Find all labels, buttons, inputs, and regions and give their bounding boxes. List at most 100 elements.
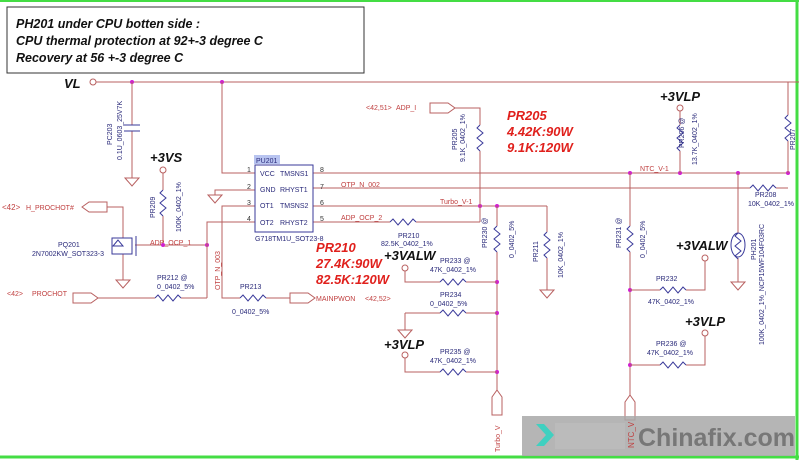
pr236-value: 47K_0402_1% bbox=[647, 350, 693, 357]
pin-gnd: GND bbox=[260, 187, 276, 194]
power-terminal-icon bbox=[89, 78, 97, 86]
wire bbox=[455, 107, 481, 125]
capacitor-symbol bbox=[124, 124, 140, 132]
annotation-pr210-90w: 27.4K:90W bbox=[315, 256, 383, 271]
resistor-symbol bbox=[659, 286, 687, 294]
pu201-ref: PU201 bbox=[256, 158, 278, 165]
pu201-ref-highlight bbox=[254, 155, 280, 164]
wires bbox=[96, 80, 799, 395]
annotation-pr210-120w: 82.5K:120W bbox=[316, 272, 391, 287]
pr236-ref: PR236 @ bbox=[656, 341, 686, 348]
adp-i-ref: <42,51> bbox=[366, 105, 392, 112]
pr234-ref: PR234 bbox=[440, 292, 462, 299]
pin-ot2: OT2 bbox=[260, 220, 274, 227]
port-connector-icon bbox=[429, 102, 456, 114]
pr205-ref: PR205 bbox=[452, 128, 459, 150]
resistor-symbol bbox=[239, 294, 267, 302]
junction-dot bbox=[161, 243, 165, 247]
resistor-symbol bbox=[676, 124, 684, 152]
pr209-value: 100K_0402_1% bbox=[176, 182, 183, 232]
pin-tmsns1: TMSNS1 bbox=[280, 171, 309, 178]
pu201-body bbox=[254, 164, 314, 233]
pr233-ref: PR233 @ bbox=[440, 258, 470, 265]
pr234-value: 0_0402_5% bbox=[430, 301, 467, 308]
annotation-pr205-title: PR205 bbox=[507, 108, 548, 123]
net-prochot: PROCHOT bbox=[32, 291, 68, 298]
pr206-ref: PR206 @ bbox=[679, 118, 686, 148]
wire bbox=[686, 336, 706, 366]
pin-ot1: OT1 bbox=[260, 203, 274, 210]
pin-num-5: 5 bbox=[320, 216, 324, 223]
mosfet-icon bbox=[111, 237, 133, 255]
mainpwon-ref: <42,52> bbox=[365, 296, 391, 303]
wire bbox=[221, 82, 255, 174]
pin-num-4: 4 bbox=[247, 216, 251, 223]
wire bbox=[404, 271, 440, 283]
pwr-3vlp-top: +3VLP bbox=[660, 89, 700, 104]
pin-tmsns2: TMSNS2 bbox=[280, 203, 309, 210]
mosfet-gate-icon bbox=[111, 236, 137, 256]
prochot-ref: <42> bbox=[7, 291, 23, 298]
pc203-value: 0.1U_0603_25V7K bbox=[117, 101, 124, 160]
resistor-symbol bbox=[476, 124, 484, 152]
pr230-ref: PR230 @ bbox=[482, 218, 489, 248]
power-terminal-icon bbox=[159, 166, 167, 174]
pc203-ref: PC203 bbox=[107, 123, 114, 145]
pq201-value: 2N7002KW_SOT323-3 bbox=[32, 251, 104, 258]
port-connector-icon bbox=[289, 292, 316, 304]
pr231-value: 0_0402_5% bbox=[640, 221, 647, 258]
annotation-pr210-title: PR210 bbox=[316, 240, 357, 255]
resistor-symbol bbox=[439, 368, 467, 376]
pwr-3vs: +3VS bbox=[150, 150, 182, 165]
ground-icon bbox=[729, 281, 747, 291]
resistor-symbol bbox=[659, 361, 687, 369]
pwr-3vlp-right: +3VLP bbox=[685, 314, 725, 329]
pr232-ref: PR232 bbox=[656, 276, 678, 283]
pr212-value: 0_0402_5% bbox=[157, 284, 194, 291]
pr213-ref: PR213 bbox=[240, 284, 262, 291]
watermark-logo-icon bbox=[536, 424, 554, 446]
wire bbox=[206, 221, 255, 298]
power-terminal-icon bbox=[701, 254, 709, 262]
pwr-3vlp-left: +3VLP bbox=[384, 337, 424, 352]
wire bbox=[221, 205, 255, 299]
pr208-value: 10K_0402_1% bbox=[748, 201, 794, 208]
pr211-value: 10K_0402_1% bbox=[558, 232, 565, 278]
resistor-symbol bbox=[439, 309, 467, 317]
pin-num-3: 3 bbox=[247, 200, 251, 207]
power-terminal-icon bbox=[401, 351, 409, 359]
ph201-ref: PH201 bbox=[751, 238, 758, 260]
pin-vcc: VCC bbox=[260, 171, 275, 178]
resistor-symbol bbox=[493, 225, 501, 253]
port-connector-icon bbox=[72, 292, 99, 304]
resistor-symbol bbox=[154, 294, 182, 302]
pr233-value: 47K_0402_1% bbox=[430, 267, 476, 274]
resistor-symbol bbox=[543, 231, 551, 259]
power-terminal-icon bbox=[701, 329, 709, 337]
pu201-part: G718TM1U_SOT23-8 bbox=[255, 236, 324, 243]
note-line-1: PH201 under CPU botten side : bbox=[16, 17, 200, 31]
ground-icon bbox=[114, 279, 132, 289]
note-box bbox=[6, 6, 365, 74]
pin-num-7: 7 bbox=[320, 184, 324, 191]
ground-icon bbox=[538, 289, 556, 299]
port-connector-icon bbox=[491, 389, 503, 416]
pwr-3valw-right: +3VALW bbox=[676, 238, 729, 253]
resistor-symbol bbox=[784, 114, 792, 142]
net-mainpwon: MAINPWON bbox=[316, 296, 355, 303]
net-adp-i: ADP_I bbox=[396, 105, 416, 112]
pr235-ref: PR235 @ bbox=[440, 349, 470, 356]
pin-num-8: 8 bbox=[320, 167, 324, 174]
vl-label: VL bbox=[64, 76, 81, 91]
power-terminal-icon bbox=[401, 264, 409, 272]
net-otp-n-002: OTP_N_002 bbox=[341, 182, 380, 189]
net-adp-ocp-1: ADP_OCP_1 bbox=[150, 240, 191, 247]
pr212-ref: PR212 @ bbox=[157, 275, 187, 282]
pr232-value: 47K_0402_1% bbox=[648, 299, 694, 306]
pin-num-6: 6 bbox=[320, 200, 324, 207]
resistor-symbol bbox=[626, 225, 634, 253]
pr205-value: 9.1K_0402_1% bbox=[460, 114, 467, 162]
power-terminal-icon bbox=[676, 104, 684, 112]
ground-icon bbox=[206, 194, 224, 204]
